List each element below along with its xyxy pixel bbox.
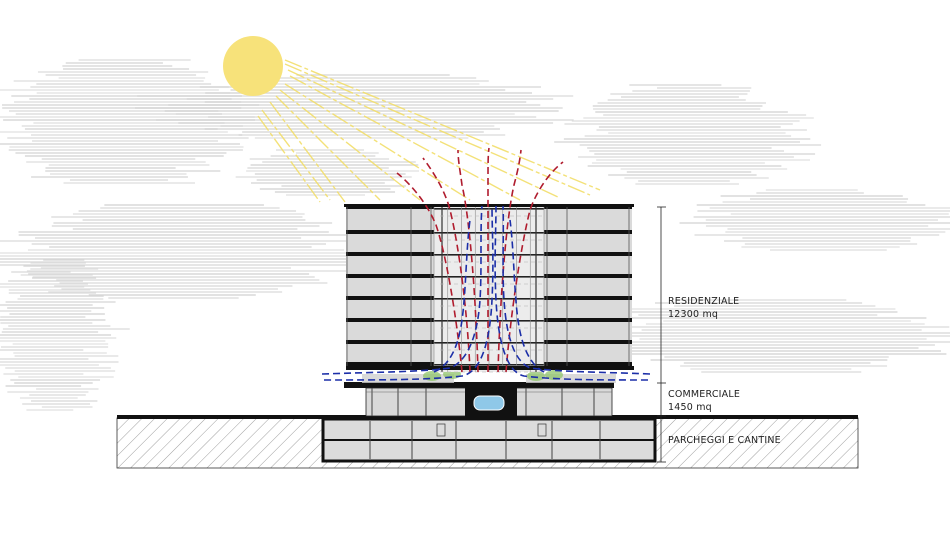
warm-air-flow [396,147,564,373]
sun-icon [223,36,283,96]
commercial-name: COMMERCIALE [668,389,741,400]
residential-label: RESIDENZIALE 12300 mq [668,295,739,321]
commercial-area: 1450 mq [668,402,712,413]
ground-section [116,415,859,469]
commercial-label: COMMERCIALE 1450 mq [668,388,740,414]
residential-area: 12300 mq [668,309,719,320]
cool-air-flow [321,205,651,381]
parking-name: PARCHEGGI E CANTINE [668,435,781,446]
cloud-icon [0,59,950,411]
pool [473,395,505,411]
greenery [362,369,616,383]
residential-name: RESIDENZIALE [668,296,740,307]
commercial-podium [344,382,614,418]
sun-rays [257,59,601,203]
dimension-lines [657,206,666,463]
residential-tower [344,204,634,373]
parking-label: PARCHEGGI E CANTINE [668,434,781,447]
